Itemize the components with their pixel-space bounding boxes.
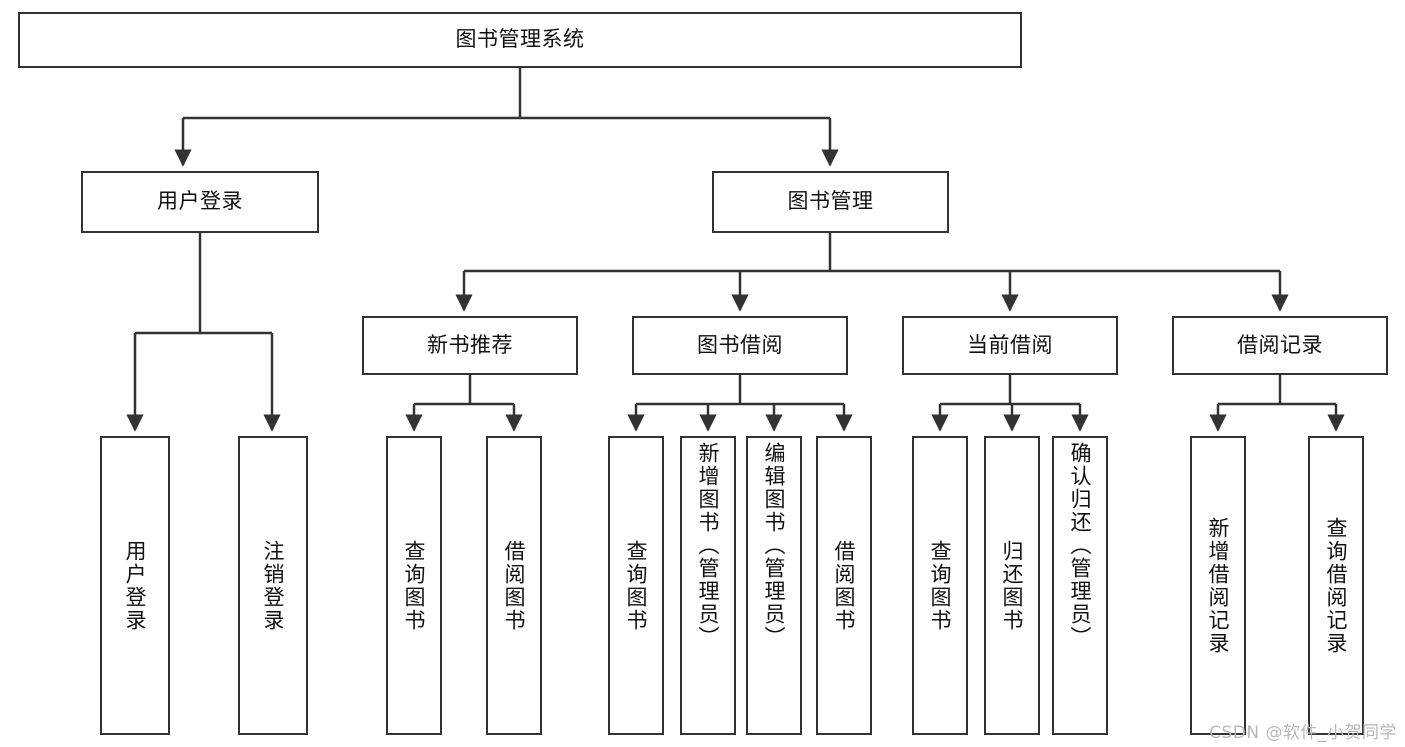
node-book-management-label: 图书管理 [787, 189, 874, 214]
leaf-query-book-bb-label: 查询图书 [624, 539, 649, 632]
node-borrow-record[interactable]: 借阅记录 [1172, 316, 1388, 375]
leaf-query-book-nb-label: 查询图书 [402, 539, 427, 632]
node-borrow-record-label: 借阅记录 [1237, 332, 1323, 357]
leaf-user-login[interactable]: 用户登录 [100, 436, 170, 735]
leaf-borrow-book-bb[interactable]: 借阅图书 [816, 436, 872, 735]
node-root[interactable]: 图书管理系统 [18, 12, 1022, 68]
leaf-query-book-cb-label: 查询图书 [928, 539, 953, 632]
leaf-query-book-nb[interactable]: 查询图书 [386, 436, 442, 735]
node-user-login[interactable]: 用户登录 [81, 171, 319, 233]
leaf-add-book-admin[interactable]: 新增图书（管理员） [680, 436, 736, 735]
leaf-logout[interactable]: 注销登录 [238, 436, 308, 735]
node-new-book-recommend-label: 新书推荐 [427, 332, 513, 357]
leaf-edit-book-admin[interactable]: 编辑图书（管理员） [746, 436, 802, 735]
leaf-borrow-book-nb[interactable]: 借阅图书 [486, 436, 542, 735]
node-user-login-label: 用户登录 [157, 189, 243, 214]
node-current-borrow[interactable]: 当前借阅 [902, 316, 1118, 375]
leaf-query-book-cb[interactable]: 查询图书 [912, 436, 968, 735]
leaf-return-book[interactable]: 归还图书 [984, 436, 1040, 735]
leaf-query-book-bb[interactable]: 查询图书 [608, 436, 664, 735]
leaf-return-book-label: 归还图书 [1000, 539, 1025, 632]
node-current-borrow-label: 当前借阅 [967, 332, 1053, 357]
node-root-label: 图书管理系统 [455, 27, 585, 52]
node-book-borrow[interactable]: 图书借阅 [632, 316, 848, 375]
csdn-watermark: CSDN @软件_小贺同学 [1209, 723, 1397, 743]
leaf-user-login-label: 用户登录 [123, 539, 148, 632]
leaf-borrow-book-bb-label: 借阅图书 [832, 539, 857, 632]
leaf-logout-label: 注销登录 [261, 539, 286, 632]
leaf-query-borrow-record[interactable]: 查询借阅记录 [1308, 436, 1364, 735]
leaf-borrow-book-nb-label: 借阅图书 [502, 539, 527, 632]
leaf-confirm-return-admin-label: 确认归还（管理员） [1068, 442, 1093, 649]
leaf-add-borrow-record[interactable]: 新增借阅记录 [1190, 436, 1246, 735]
leaf-query-borrow-record-label: 查询借阅记录 [1324, 516, 1349, 655]
node-new-book-recommend[interactable]: 新书推荐 [362, 316, 578, 375]
leaf-edit-book-admin-label: 编辑图书（管理员） [762, 442, 787, 649]
node-book-borrow-label: 图书借阅 [697, 332, 783, 357]
leaf-confirm-return-admin[interactable]: 确认归还（管理员） [1052, 436, 1108, 735]
node-book-management[interactable]: 图书管理 [712, 171, 949, 233]
leaf-add-borrow-record-label: 新增借阅记录 [1206, 516, 1231, 655]
leaf-add-book-admin-label: 新增图书（管理员） [696, 442, 721, 649]
